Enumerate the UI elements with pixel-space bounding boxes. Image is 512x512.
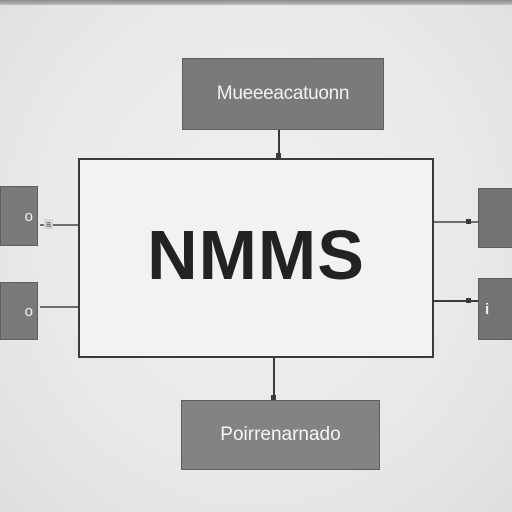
right-node-1 [478, 188, 512, 248]
connector-right-2 [434, 300, 478, 302]
top-edge-strip [0, 0, 512, 5]
left-node-1-label: o [24, 207, 33, 225]
connector-top [278, 130, 280, 158]
connector-bottom-dot [271, 395, 276, 400]
top-node-label: Mueeeacatuonn [216, 83, 350, 104]
connector-right-1 [434, 221, 478, 223]
connector-left-1 [40, 224, 78, 226]
central-node: NMMS [78, 158, 434, 358]
connector-left-1-label: a [44, 219, 54, 229]
bottom-node: Poirrenarnado [181, 400, 380, 470]
connector-right-2-dot [466, 298, 471, 303]
connector-top-dot [276, 153, 281, 158]
connector-left-2 [40, 306, 78, 308]
left-node-1: o [0, 186, 38, 246]
right-node-2-label: i [485, 300, 490, 318]
central-node-label: NMMS [147, 216, 365, 294]
left-node-2-label: o [24, 302, 33, 320]
connector-bottom [273, 358, 275, 400]
left-node-2: o [0, 282, 38, 340]
bottom-node-label: Poirrenarnado [220, 424, 341, 445]
right-node-2: i [478, 278, 512, 340]
connector-right-1-dot [466, 219, 471, 224]
top-node: Mueeeacatuonn [182, 58, 384, 130]
